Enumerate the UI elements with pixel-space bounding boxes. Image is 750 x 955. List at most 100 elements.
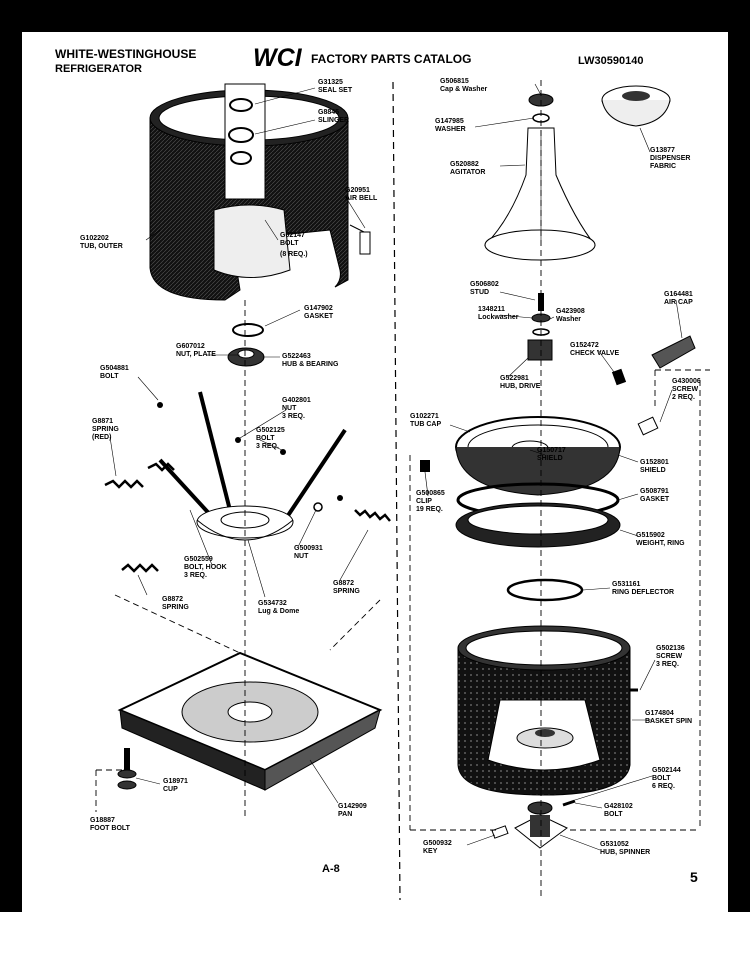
- label-hub-drive-name: HUB, DRIVE: [500, 383, 541, 390]
- label-bolt8-qty: (8 REQ.): [280, 251, 308, 258]
- label-nut-lower-num: G500931: [294, 545, 323, 552]
- tub-cap-part: [455, 416, 621, 496]
- label-cup-name: CUP: [163, 786, 178, 793]
- label-tub-cap-name: TUB CAP: [410, 421, 441, 428]
- label-gasket-ring-name: GASKET: [640, 496, 670, 503]
- stud-hub-drive: [527, 293, 553, 361]
- catalog-title: FACTORY PARTS CATALOG: [311, 52, 471, 66]
- label-screw2-name: SCREW: [672, 386, 698, 393]
- guide-lines-left: [95, 300, 381, 820]
- label-bolt-hook-num: G502559: [184, 556, 213, 563]
- label-foot-bolt-name: FOOT BOLT: [90, 825, 131, 832]
- label-washer-top-num: G147985: [435, 118, 464, 125]
- label-bolt3-name: BOLT: [256, 435, 275, 442]
- label-lug-dome-name: Lug & Dome: [258, 608, 299, 615]
- hub-bearing-part: [227, 347, 265, 367]
- label-spring-red-num: G8871: [92, 418, 113, 425]
- label-spring-red-name: SPRING: [92, 426, 119, 433]
- label-hub-spinner-num: G531052: [600, 841, 629, 848]
- label-weight-ring-name: WEIGHT, RING: [636, 540, 685, 547]
- clip-part: [420, 460, 430, 472]
- label-cap-washer-num: G506815: [440, 78, 469, 85]
- label-ring-deflector-name: RING DEFLECTOR: [612, 589, 674, 596]
- label-bolt8-num: G02147: [280, 232, 305, 239]
- label-pan-name: PAN: [338, 811, 352, 818]
- label-spring-left-name: SPRING: [162, 604, 189, 611]
- check-valve-part: [611, 368, 627, 386]
- air-bell-part: [349, 224, 371, 255]
- suspension-dome: [158, 391, 347, 541]
- label-gasket-ring-num: G508791: [640, 488, 669, 495]
- label-dispenser-num: G13877: [650, 147, 675, 154]
- label-basket-spin-name: BASKET SPIN: [645, 718, 692, 725]
- label-air-cap-name: AIR CAP: [664, 299, 693, 306]
- seal-slinger-stack: [228, 98, 254, 165]
- label-bolt3-num: G502125: [256, 427, 285, 434]
- label-nut3-name: NUT: [282, 405, 297, 412]
- scan-border-bottom: [0, 912, 750, 955]
- label-nut3-qty: 3 REQ.: [282, 413, 305, 420]
- springs: [104, 402, 391, 573]
- brand-line1: WHITE-WESTINGHOUSE: [55, 47, 196, 61]
- label-screw3-name: SCREW: [656, 653, 682, 660]
- model-number: LW30590140: [578, 55, 643, 67]
- label-dispenser-sub: FABRIC: [650, 163, 676, 170]
- label-washer-mid-num: G423908: [556, 308, 585, 315]
- label-seal-set-name: SEAL SET: [318, 87, 353, 94]
- label-hub-spinner-name: HUB, SPINNER: [600, 849, 650, 856]
- gasket-weight-ring: [455, 482, 621, 548]
- label-basket-spin-num: G174804: [645, 710, 674, 717]
- label-lug-dome-num: G534732: [258, 600, 287, 607]
- label-screw2-qty: 2 REQ.: [672, 394, 695, 401]
- fabric-dispenser-part: [601, 85, 671, 127]
- label-spring-right-num: G8872: [333, 580, 354, 587]
- agitator-part: [484, 93, 596, 261]
- label-dispenser-name: DISPENSER: [650, 155, 690, 162]
- label-bolt8-name: BOLT: [280, 240, 299, 247]
- label-weight-ring-num: G515902: [636, 532, 665, 539]
- label-shield-center-name: SHIELD: [537, 455, 563, 462]
- label-cap-washer-name: Cap & Washer: [440, 86, 487, 93]
- label-gasket-name: GASKET: [304, 313, 334, 320]
- labels-right: G506815 Cap & Washer G147985 WASHER G520…: [410, 78, 701, 856]
- guide-lines-right: [409, 80, 710, 900]
- label-ring-deflector-num: G531161: [612, 581, 641, 588]
- label-bolt3-qty: 3 REQ.: [256, 443, 279, 450]
- label-key-name: KEY: [423, 848, 438, 855]
- label-shield-right-num: G152801: [640, 459, 669, 466]
- leader-lines: [109, 83, 683, 851]
- outer-tub: [149, 83, 349, 301]
- column-divider: [392, 81, 401, 901]
- label-key-num: G500932: [423, 840, 452, 847]
- page-number: 5: [690, 869, 698, 885]
- label-agitator-name: AGITATOR: [450, 169, 485, 176]
- label-slinger-name: SLINGER: [318, 117, 349, 124]
- foot-bolt-part: [117, 748, 137, 790]
- label-pan-num: G142909: [338, 803, 367, 810]
- label-washer-mid-name: Washer: [556, 316, 581, 323]
- label-bolt6-qty: 6 REQ.: [652, 783, 675, 790]
- label-bolt-single-name: BOLT: [604, 811, 623, 818]
- label-bolt6-num: G502144: [652, 767, 681, 774]
- label-nut-plate-name: NUT, PLATE: [176, 351, 216, 358]
- label-hub-bearing-name: HUB & BEARING: [282, 361, 339, 368]
- label-hub-drive-num: G522981: [500, 375, 529, 382]
- label-gasket-num: G147902: [304, 305, 333, 312]
- spin-basket-part: [457, 625, 631, 796]
- label-bolt-hook-qty: 3 REQ.: [184, 572, 207, 579]
- label-cup-num: G18971: [163, 778, 188, 785]
- label-air-cap-num: G164481: [664, 291, 693, 298]
- label-nut3-num: G402801: [282, 397, 311, 404]
- gasket-ring-top: [232, 323, 264, 337]
- label-air-bell-name: AIR BELL: [345, 195, 378, 202]
- wci-logo: WCI: [253, 44, 303, 72]
- label-lockwasher-num: 1348211: [478, 306, 505, 313]
- label-clip-qty: 19 REQ.: [416, 506, 443, 513]
- label-foot-bolt-num: G18887: [90, 817, 115, 824]
- air-cap-part: [651, 335, 696, 369]
- label-tub-outer-num: G102202: [80, 235, 109, 242]
- labels-left: G31325 SEAL SET G8845 SLINGER G20951 AIR…: [80, 79, 378, 832]
- label-spring-red-color: (RED): [92, 434, 111, 441]
- pan-part: [117, 651, 383, 791]
- label-screw3-num: G502136: [656, 645, 685, 652]
